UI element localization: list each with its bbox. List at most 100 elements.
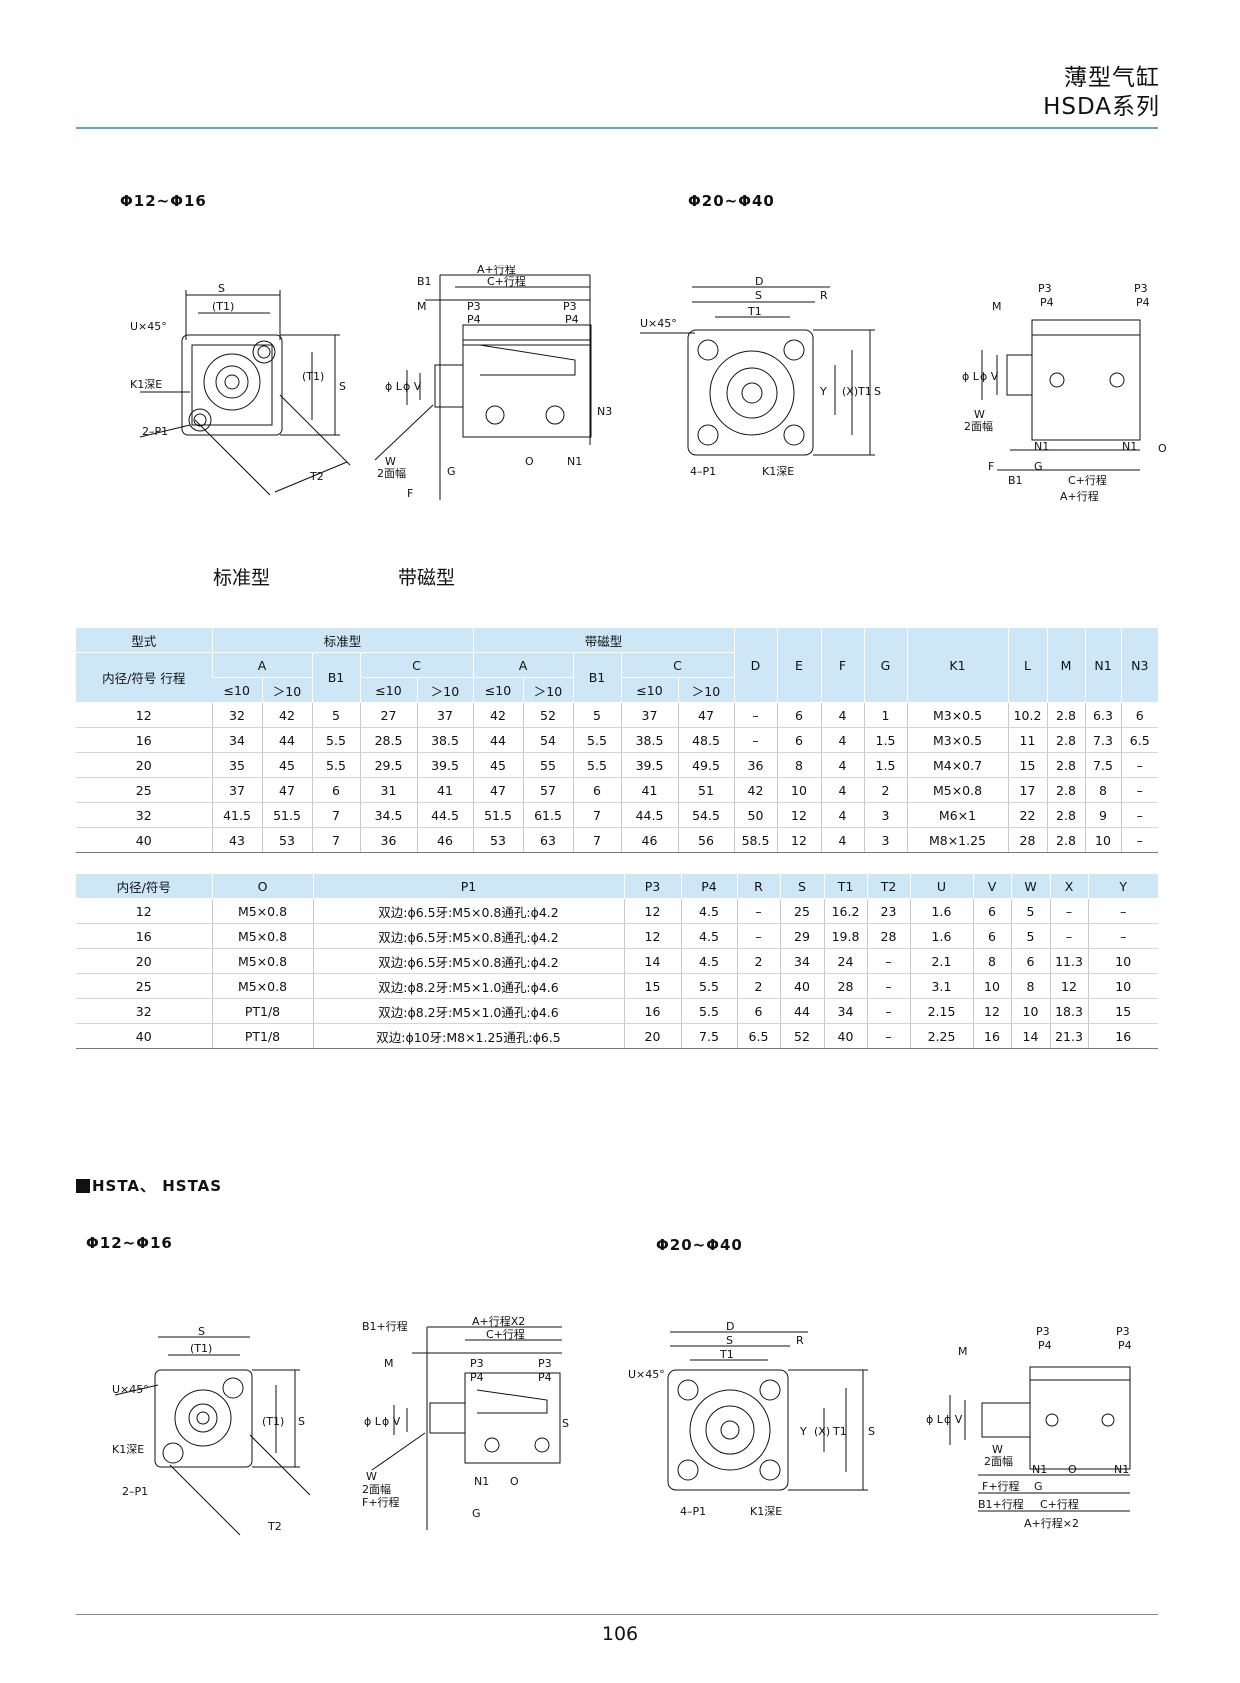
t1-h-std-A: A [211,652,312,678]
hsta-dim-Y: Y [799,1425,807,1438]
dim-G: G [447,465,456,478]
table-cell: 9 [1084,802,1121,828]
hsta-dim-T1-large: T1 [719,1348,734,1361]
table-cell: 29 [779,923,824,949]
table-cell: 5.5 [311,727,360,753]
hsta-dim-G: G [472,1507,481,1520]
table-cell: 8 [1084,777,1121,803]
hsta-size-large: Φ20~Φ40 [656,1236,743,1254]
table-header-cell: P4 [680,874,737,899]
table-cell: 1.5 [863,752,907,778]
table-header-cell: T1 [823,874,867,899]
dim-U45: U×45° [130,320,167,333]
hsta-dim-X: (X) [814,1425,830,1438]
dim-T1-paren: (T1) [212,300,234,313]
table-cell: 16 [1087,1023,1158,1049]
table-cell: 52 [522,702,573,728]
table-cell: 47 [677,702,734,728]
t1-h-le10: ≤10 [359,677,417,703]
dim-M-large: M [992,300,1002,313]
table-cell: 40 [779,973,824,999]
table-cell: 4 [820,727,864,753]
hsta-heading: HSTA、 HSTAS [76,1175,222,1196]
table-cell: 39.5 [620,752,678,778]
table-cell: 16 [76,727,212,753]
hsta-dim-S-vertical-large: S [868,1425,875,1438]
hsta-dim-W-2sides: 2面幅 [362,1483,391,1496]
dim-T1-vertical-large: T1 [857,385,872,398]
dim-D: D [755,275,763,288]
hsta-dim-L-large: ϕ L [926,1413,944,1426]
table-cell: 36 [733,752,777,778]
table-cell: 5.5 [680,973,737,999]
table-cell: 55 [522,752,573,778]
hsta-heading-text: HSTA、 HSTAS [92,1177,223,1195]
dim-T1-large: T1 [747,305,762,318]
table-cell: 54.5 [677,802,734,828]
table-cell: 12 [623,898,681,924]
table-cell: 10.2 [1007,702,1047,728]
table-cell: 34 [823,998,867,1024]
dim-S: S [218,282,225,295]
dim-B1: B1 [417,275,432,288]
hsda-small-side-drawing: A+行程 C+行程 B1 M P3 P4 P3 P4 ϕ L ϕ V N3 W … [375,265,615,510]
hsta-dim-V-large: ϕ V [944,1413,963,1426]
table-cell: 6 [972,923,1011,949]
table-cell: 双边:ϕ8.2牙:M5×1.0通孔:ϕ4.6 [312,998,624,1024]
table-header-cell: P3 [623,874,681,899]
table-cell: 37 [416,702,473,728]
dim-F: F [407,487,413,500]
hsta-dim-B1-stroke-large: B1+行程 [978,1498,1024,1511]
table-cell: 45 [261,752,312,778]
hsta-dim-S: S [198,1325,205,1338]
dim-N3: N3 [597,405,612,418]
t1-h-N3: N3 [1120,628,1158,703]
table-cell: 6 [311,777,360,803]
table-cell: 2.8 [1046,727,1085,753]
hsta-dim-P3-right: P3 [538,1357,552,1370]
table-cell: 6 [1010,948,1050,974]
dim-B1-large: B1 [1008,474,1023,487]
table-cell: 28 [823,973,867,999]
t1-h-N1: N1 [1084,628,1121,703]
table-cell: – [866,1023,910,1049]
hsta-dim-O: O [510,1475,519,1488]
hsta-dim-P4-left: P4 [470,1371,484,1384]
table-cell: 4 [820,802,864,828]
dim-N1-left-large: N1 [1034,440,1049,453]
table-cell: 20 [76,948,212,974]
hsta-dim-M-large: M [958,1345,968,1358]
table-cell: 44 [261,727,312,753]
hsta-dim-C-stroke-large: C+行程 [1040,1498,1079,1511]
table-cell: 24 [823,948,867,974]
table-cell: 51 [677,777,734,803]
table-cell: 25 [76,777,212,803]
dim-P3-left: P3 [467,300,481,313]
table-cell: 12 [76,702,212,728]
table-cell: 42 [733,777,777,803]
table-cell: 29.5 [359,752,417,778]
table-cell: 2.1 [909,948,973,974]
table-cell: 41 [620,777,678,803]
table-cell: 5 [311,702,360,728]
dim-W-large: W [974,408,985,421]
dim-S-vertical: S [339,380,346,393]
hsta-dim-P3-left: P3 [470,1357,484,1370]
table-cell: 53 [261,827,312,853]
table-cell: 45 [472,752,523,778]
table-cell: 8 [972,948,1011,974]
table-cell: 47 [261,777,312,803]
dim-O-large: O [1158,442,1167,455]
hsda-large-side-drawing: P3 P4 P3 P4 M ϕ L ϕ V W 2面幅 N1 N1 O F G … [962,280,1172,515]
table-cell: 5.5 [572,752,621,778]
table-cell: 5.5 [680,998,737,1024]
hsta-dim-W: W [366,1470,377,1483]
hsta-dim-P4-right: P4 [538,1371,552,1384]
table-cell: 12 [776,802,821,828]
table-cell: 40 [823,1023,867,1049]
table-cell: – [736,923,780,949]
